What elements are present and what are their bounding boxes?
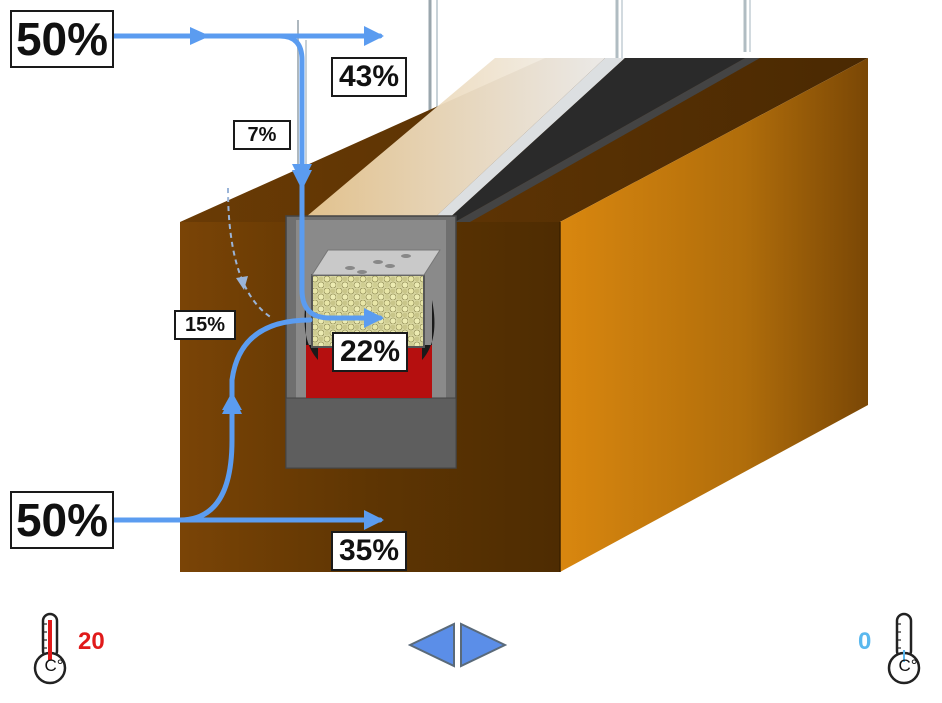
thermometer-hot-icon	[33, 612, 67, 685]
thermometer-cold-icon	[887, 612, 921, 685]
flow-label-bottom-out: 35%	[331, 531, 407, 571]
glass-edge-band	[300, 58, 605, 222]
arrow-bottom-up	[177, 394, 242, 523]
triangle-right-icon	[460, 622, 507, 668]
dashed-flow-line	[227, 187, 273, 319]
flow-label-spacer: 22%	[332, 332, 408, 372]
outside-temperature-value: 0	[858, 628, 872, 655]
flow-label-top-down: 7%	[233, 120, 291, 150]
flow-label-top-out: 43%	[331, 57, 407, 97]
flow-label-top-in: 50%	[10, 10, 114, 68]
prev-button[interactable]	[408, 622, 456, 668]
next-button[interactable]	[459, 622, 507, 668]
arrow-top-down	[277, 33, 312, 184]
outside-unit: C°	[898, 656, 918, 675]
flow-arrows	[109, 26, 384, 530]
flow-label-bottom-up: 15%	[174, 310, 236, 340]
flow-label-bottom-in: 50%	[10, 491, 114, 549]
frame-side-face	[560, 58, 868, 572]
inside-unit: C°	[44, 656, 64, 675]
triangle-left-icon	[408, 622, 455, 668]
inside-temperature-value: 20	[78, 628, 105, 655]
